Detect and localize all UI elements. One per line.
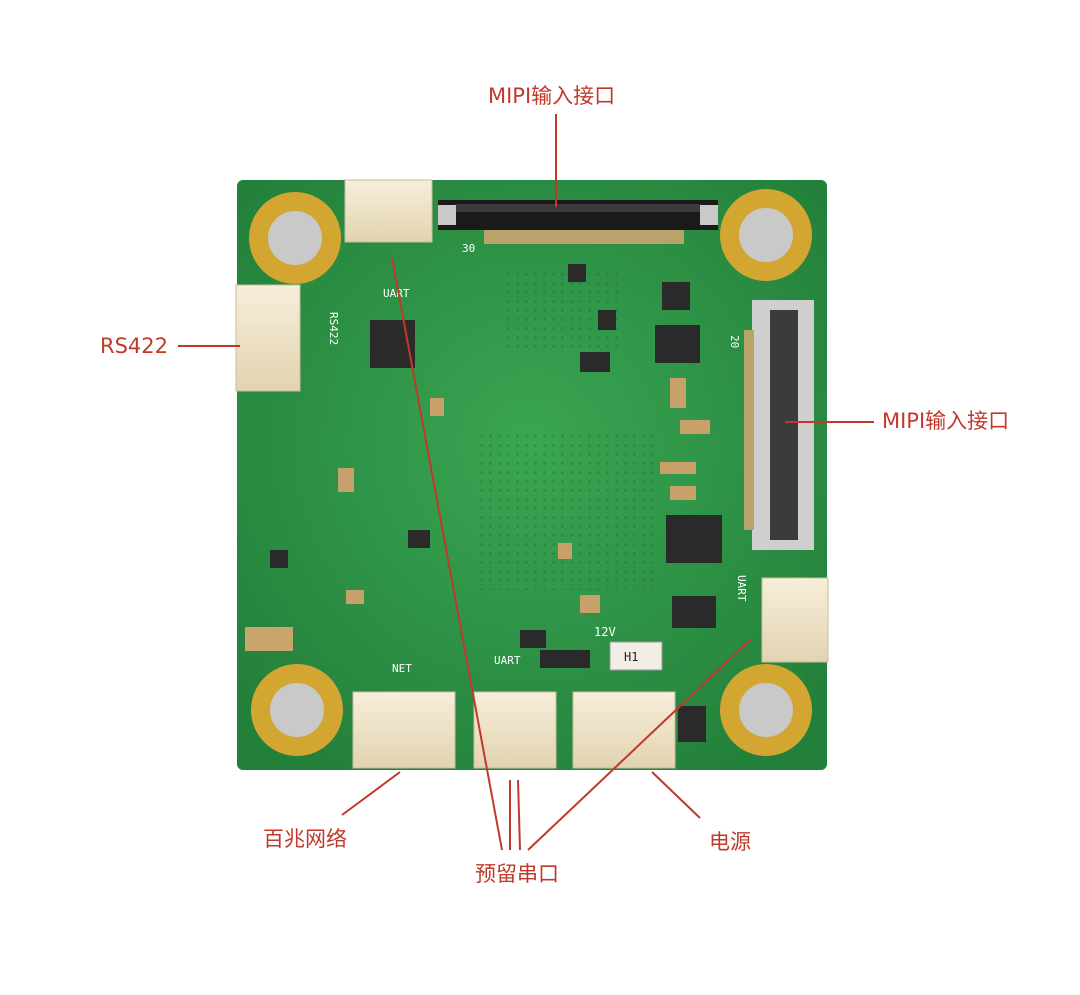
connector-net (352, 691, 456, 769)
connector-uart-right (761, 577, 829, 663)
silk-diode: H1 (624, 650, 638, 664)
leader-uart-4 (527, 639, 751, 851)
chip-small-2 (678, 706, 706, 742)
chip-regulator (672, 596, 716, 628)
silk-uart-top: UART (383, 287, 410, 300)
label-mipi-input-top: MIPI输入接口 (488, 84, 616, 108)
annotation-leader-lines (178, 114, 874, 851)
silk-net: NET (392, 662, 412, 675)
leader-net (341, 771, 401, 816)
leader-uart-1 (391, 257, 503, 851)
mounting-hole-br (720, 664, 812, 756)
mounting-hole-bl (251, 664, 343, 756)
label-100m-network: 百兆网络 (263, 827, 347, 851)
leader-power (651, 771, 701, 819)
mipi-connector-top (438, 200, 718, 244)
label-mipi-input-right: MIPI输入接口 (882, 409, 1010, 433)
leader-uart-3 (517, 779, 521, 851)
connector-uart-bottom (473, 691, 557, 769)
connector-top-left (344, 179, 433, 243)
chip-small-1 (662, 282, 690, 310)
connector-rs422 (235, 284, 301, 392)
mounting-hole-tl (249, 192, 341, 284)
chip-power-2 (666, 515, 722, 563)
smd-black-components (270, 264, 616, 668)
capacitor-bottom-left (245, 627, 293, 651)
mounting-hole-tr (720, 189, 812, 281)
diode (609, 641, 663, 671)
pcb-via-field (480, 430, 660, 590)
silk-pin20: 20 (728, 335, 741, 348)
connector-power (572, 691, 676, 769)
silk-rs422: RS422 (327, 312, 340, 345)
label-reserved-uart: 预留串口 (475, 862, 559, 886)
label-rs422: RS422 (100, 334, 169, 358)
chip-power-1 (655, 325, 700, 363)
mipi-connector-right (744, 300, 814, 550)
silk-12v: 12V (594, 625, 616, 639)
silk-uart-right: UART (735, 575, 748, 602)
label-power: 电源 (709, 830, 751, 854)
silk-uart-bottom: UART (494, 654, 521, 667)
silk-pin30: 30 (462, 242, 475, 255)
passive-components (338, 378, 710, 613)
